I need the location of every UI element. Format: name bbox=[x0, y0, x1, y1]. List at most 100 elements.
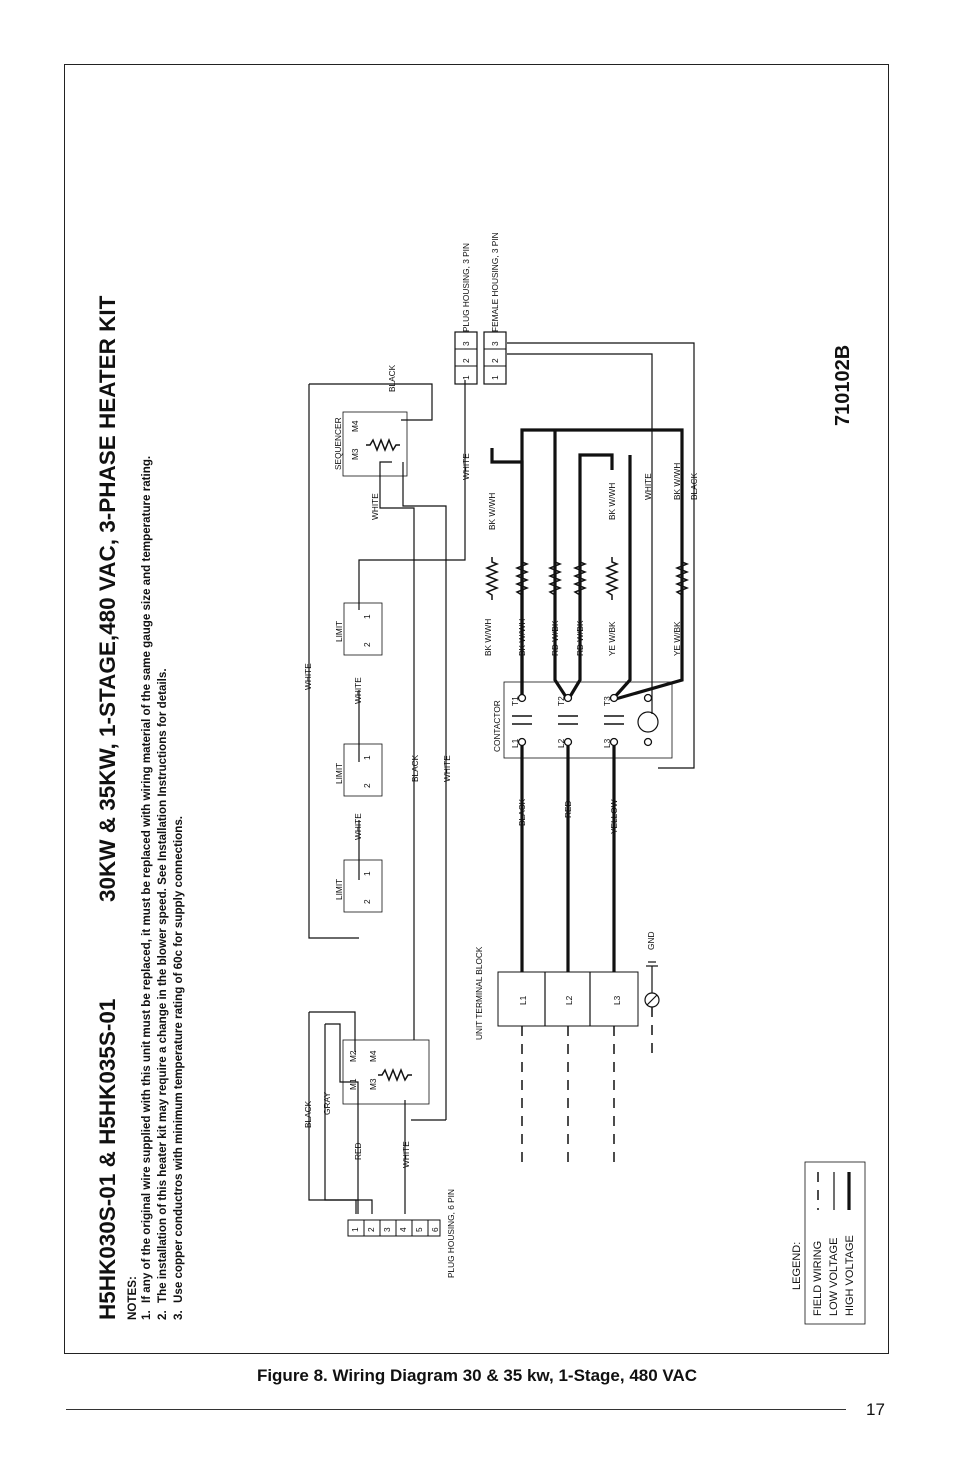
contactor-l2: L2 bbox=[556, 738, 566, 748]
tb-l2: L2 bbox=[564, 995, 574, 1005]
contactor-l1: L1 bbox=[510, 738, 520, 748]
label-bkwh-3: BK W/WH bbox=[487, 493, 497, 530]
wire-white-coil bbox=[507, 353, 653, 714]
label-bkwh-5: BK W/WH bbox=[672, 463, 682, 500]
hv-t3-a bbox=[610, 455, 632, 702]
tb-l3: L3 bbox=[612, 995, 622, 1005]
limit-2-term-2: 2 bbox=[362, 783, 372, 788]
label-red-1: RED bbox=[353, 1142, 363, 1160]
limit-3-term-1: 1 bbox=[362, 614, 372, 619]
limit-2-term-1: 1 bbox=[362, 755, 372, 760]
sequencer-2-box bbox=[342, 411, 408, 477]
contactor-t1: T1 bbox=[510, 696, 520, 706]
heater-element-5 bbox=[604, 557, 620, 600]
plug-6-pin bbox=[347, 1219, 441, 1237]
limit-2-box bbox=[343, 743, 383, 797]
limit-1-box bbox=[343, 859, 383, 913]
label-bkwh-4: BK W/WH bbox=[607, 483, 617, 520]
heater-element-4 bbox=[572, 557, 588, 600]
hv-t1-b bbox=[520, 428, 684, 698]
tb-l1: L1 bbox=[518, 995, 528, 1005]
label-white-6: WHITE bbox=[370, 493, 380, 520]
figure-caption: Figure 8. Wiring Diagram 30 & 35 kw, 1-S… bbox=[256, 1366, 698, 1385]
label-gray: GRAY bbox=[322, 1092, 332, 1115]
limit-3-box bbox=[343, 602, 383, 656]
wire-limit-loop bbox=[308, 384, 359, 939]
label-bkwh-1: BK W/WH bbox=[483, 619, 493, 656]
label-yellow: YELLOW bbox=[609, 799, 619, 834]
label-white-5: WHITE bbox=[442, 755, 452, 782]
contactor-t3: T3 bbox=[602, 696, 612, 706]
legend-heading: LEGEND: bbox=[791, 1242, 803, 1290]
title-models: H5HK030S-01 & H5HK035S-01 bbox=[95, 999, 120, 1320]
label-yebk-2: YE W/BK bbox=[672, 621, 682, 656]
label-black-5: BLACK bbox=[689, 472, 699, 500]
sequencer-2-heater bbox=[366, 437, 400, 453]
heater-element-3 bbox=[547, 557, 563, 600]
label-rdbk-2: RD W/BK bbox=[575, 620, 585, 656]
seq-m4: M4 bbox=[368, 1050, 378, 1062]
female3-pin-2: 2 bbox=[490, 358, 500, 363]
legend-high: HIGH VOLTAGE bbox=[844, 1235, 856, 1316]
plug3-pin-3: 3 bbox=[461, 341, 471, 346]
diagram-frame bbox=[64, 64, 889, 1354]
note-3-text: Use copper conductros with minimum tempe… bbox=[172, 816, 185, 1303]
label-black-3: BLACK bbox=[387, 364, 397, 392]
note-1-num: 1. bbox=[140, 1310, 153, 1320]
label-yebk-1: YE W/BK bbox=[607, 621, 617, 656]
hv-t3-b bbox=[611, 460, 684, 702]
legend-box bbox=[804, 1161, 866, 1325]
plug-3-label: PLUG HOUSING, 3 PIN bbox=[461, 243, 471, 332]
limit-2-label: LIMIT bbox=[334, 763, 344, 784]
wire-red-m2 bbox=[325, 1023, 359, 1214]
label-black-1: BLACK bbox=[303, 1100, 313, 1128]
sequencer-box bbox=[342, 1039, 430, 1105]
limit-1-term-1: 1 bbox=[362, 871, 372, 876]
limit-1-term-2: 2 bbox=[362, 899, 372, 904]
wire-gray-pin2 bbox=[324, 1024, 373, 1214]
plug6-pin-1: 1 bbox=[350, 1227, 360, 1232]
seq2-m3: M3 bbox=[350, 448, 360, 460]
plug-3-pin bbox=[454, 331, 478, 385]
contactor-box bbox=[503, 681, 673, 759]
female3-pin-3: 3 bbox=[490, 341, 500, 346]
note-1-text: If any of the original wire supplied wit… bbox=[140, 456, 153, 1303]
hv-t2-a bbox=[566, 453, 614, 701]
label-black-2: BLACK bbox=[410, 754, 420, 782]
wire-black-seq bbox=[309, 383, 433, 421]
label-white-2: WHITE bbox=[353, 813, 363, 840]
note-3-num: 3. bbox=[172, 1310, 185, 1320]
label-white-1: WHITE bbox=[401, 1141, 411, 1168]
label-bkwh-2: BK W/WH bbox=[517, 619, 527, 656]
contactor-coil bbox=[637, 711, 659, 733]
plug-6-label: PLUG HOUSING, 6 PIN bbox=[446, 1189, 456, 1278]
label-white-3: WHITE bbox=[353, 677, 363, 704]
seq-m1: M1 bbox=[348, 1078, 358, 1090]
sequencer-heater bbox=[378, 1067, 412, 1083]
gnd-label: GND bbox=[646, 932, 656, 950]
female-3-pin bbox=[483, 331, 507, 385]
label-white-7: WHITE bbox=[461, 453, 471, 480]
plug6-pin-4: 4 bbox=[398, 1227, 408, 1232]
female3-pin-1: 1 bbox=[490, 375, 500, 380]
label-white-8: WHITE bbox=[643, 473, 653, 500]
legend-field: FIELD WIRING bbox=[812, 1241, 824, 1316]
title-description: 30KW & 35KW, 1-STAGE,480 VAC, 3-PHASE HE… bbox=[95, 295, 120, 902]
sequencer-label: SEQUENCER bbox=[333, 417, 343, 470]
wire-black-pin1 bbox=[308, 1012, 357, 1214]
seq2-m4: M4 bbox=[350, 420, 360, 432]
hv-t2-b bbox=[553, 430, 570, 701]
note-2-num: 2. bbox=[156, 1310, 169, 1320]
contactor-t2: T2 bbox=[556, 696, 566, 706]
limit-1-label: LIMIT bbox=[334, 879, 344, 900]
plug3-pin-2: 2 bbox=[461, 358, 471, 363]
plug3-pin-1: 1 bbox=[461, 375, 471, 380]
heater-element-1 bbox=[484, 557, 500, 600]
plug6-pin-2: 2 bbox=[366, 1227, 376, 1232]
wire-black-female bbox=[507, 342, 695, 769]
page-number: 17 bbox=[866, 1400, 885, 1419]
wire-black-seq2 bbox=[379, 461, 415, 1040]
label-red-2: RED bbox=[563, 800, 573, 818]
